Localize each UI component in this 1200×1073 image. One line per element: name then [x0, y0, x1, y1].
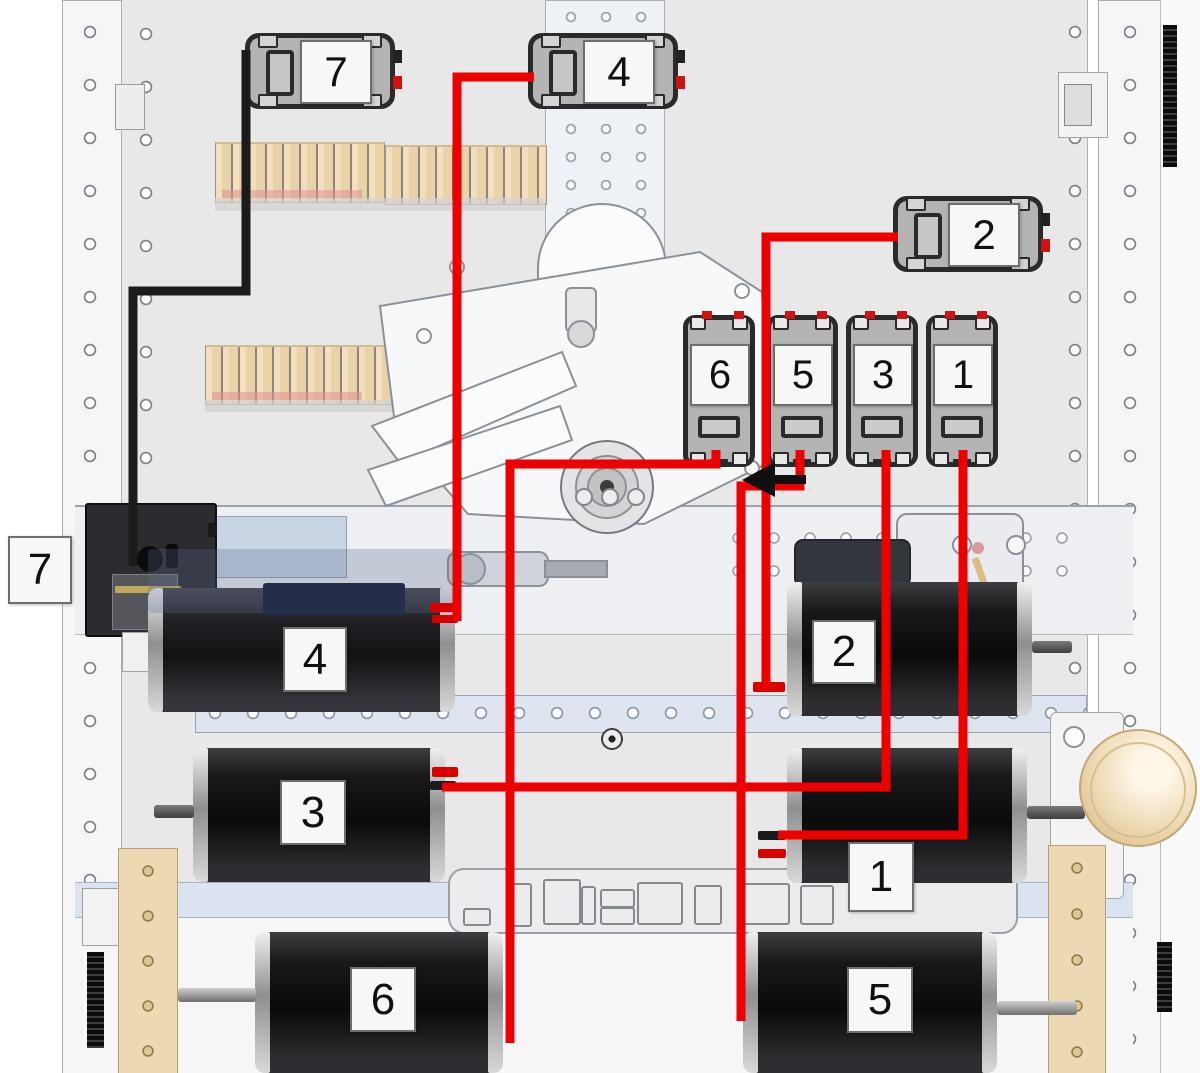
controller-2: 2 [893, 196, 1050, 272]
label-device-7: 7 [8, 536, 72, 604]
annotation-arrow-head [742, 462, 775, 497]
tray-part [800, 885, 834, 925]
left-panel-holes [137, 24, 155, 476]
device-7-detail [115, 586, 181, 593]
tray-part [543, 879, 581, 925]
label-controller-4: 4 [583, 40, 655, 104]
tray-part [581, 886, 596, 925]
wire-module6-motor6 [505, 450, 721, 1043]
motor-1-terminal [758, 849, 786, 858]
bracket-bolt [1063, 726, 1085, 748]
label-motor-2: 2 [812, 620, 876, 684]
tan-bar-left [118, 848, 178, 1073]
right-edge [1160, 0, 1200, 1073]
wire-module3-motor3 [442, 450, 891, 792]
motor-1-shaft [1027, 806, 1085, 819]
connector-slot [914, 213, 942, 259]
motor-3-terminal [432, 767, 458, 777]
slat-shadow-a [215, 198, 545, 211]
motor-6-shaft [178, 988, 256, 1002]
slat-pink-b [212, 392, 362, 400]
wire-module1-motor1 [778, 450, 968, 840]
device-7-tab [208, 523, 217, 537]
center-bolt [601, 728, 623, 750]
wire-controller2-motor2 [761, 232, 898, 691]
tray-part [694, 885, 722, 925]
connector-slot [781, 416, 823, 438]
label-motor-6: 6 [350, 967, 416, 1032]
connector-slot [861, 416, 903, 438]
tray-part [600, 907, 635, 925]
motor-2-shaft [1032, 641, 1072, 653]
controller-7: 7 [245, 33, 402, 109]
label-module-1: 1 [933, 344, 993, 406]
connector-slot [549, 50, 577, 96]
chain-strip-bottom-right [1157, 942, 1172, 1012]
label-motor-1: 1 [848, 842, 914, 912]
chain-strip-bottom-left [87, 952, 104, 1048]
compliance-wheel-ring [1090, 742, 1186, 838]
module-3: 3 [846, 311, 918, 467]
label-motor-4: 4 [283, 627, 347, 692]
gearbox-motor4 [213, 516, 347, 578]
chain-strip-top-right [1163, 25, 1177, 167]
slat-row-a2 [385, 145, 547, 205]
bottom-left-bracket [82, 888, 120, 946]
motor-4-plate [263, 583, 405, 615]
label-controller-7: 7 [300, 40, 372, 104]
tan-bar-right [1048, 845, 1106, 1073]
connector-slot [266, 50, 294, 96]
module-5: 5 [766, 311, 838, 467]
motor-1-terminal [758, 831, 786, 840]
connector-slot [941, 416, 983, 438]
wire-controller4-motor4 [452, 72, 534, 621]
slat-pink-a [222, 190, 362, 198]
motor-6 [255, 932, 503, 1073]
label-module-5: 5 [773, 344, 833, 406]
tray-part [463, 908, 491, 926]
motor-4-terminal [430, 603, 458, 612]
connector-slot [698, 416, 740, 438]
module-6: 6 [683, 311, 755, 467]
motor-3-shaft [154, 805, 194, 818]
label-motor-3: 3 [280, 780, 346, 845]
module-1: 1 [926, 311, 998, 467]
device-7-pin [166, 544, 178, 568]
left-bracket [115, 84, 145, 130]
wire-controller7-device7 [128, 50, 251, 566]
tray-part [637, 882, 683, 925]
label-controller-2: 2 [948, 203, 1020, 267]
label-module-6: 6 [690, 344, 750, 406]
controller-4: 4 [528, 33, 685, 109]
top-right-clamp [1064, 84, 1092, 126]
annotation-arrow-stem [766, 475, 806, 484]
motor-5-shaft [997, 1001, 1077, 1015]
label-motor-5: 5 [847, 967, 913, 1033]
motor-4-terminal [432, 615, 458, 623]
label-module-3: 3 [853, 344, 913, 406]
